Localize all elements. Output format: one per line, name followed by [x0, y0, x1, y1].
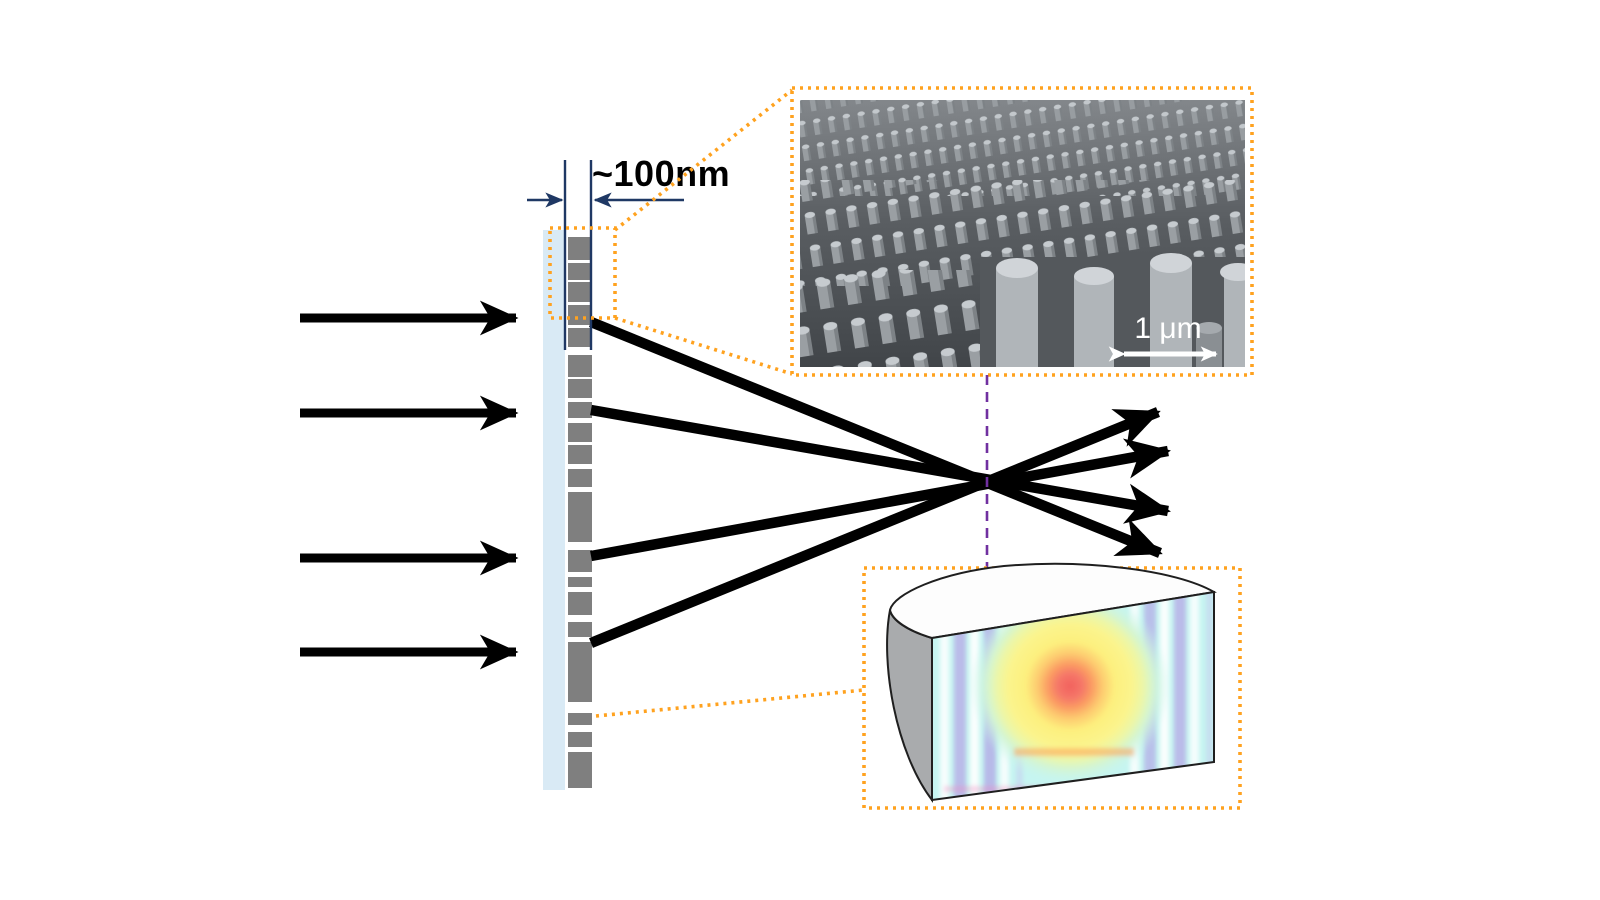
- sem-photo: 1 μm: [800, 100, 1245, 367]
- pillar-segment: [568, 550, 592, 572]
- simulation-inset: [862, 562, 1242, 810]
- pillar-segment: [568, 577, 592, 587]
- focused-ray-arrow: [590, 404, 1171, 524]
- focused-ray-arrow: [590, 438, 1171, 562]
- field-face-outline: [931, 590, 1215, 802]
- metasurface: [543, 230, 592, 790]
- nanopillar-column: [568, 237, 592, 788]
- pillar-segment: [568, 713, 592, 725]
- pillar-segment: [568, 379, 592, 398]
- pillar-segment: [568, 237, 592, 260]
- sem-closeup-inset: [980, 253, 1245, 367]
- pillar-segment: [568, 328, 592, 347]
- focused-ray-arrow: [589, 407, 1161, 648]
- pillar-segment: [568, 423, 592, 442]
- pillar-segment: [568, 492, 592, 542]
- sem-inset-border: [790, 86, 1254, 377]
- pillar-segment: [568, 592, 592, 615]
- thickness-label: ~100nm: [592, 153, 730, 194]
- pillar-segment: [568, 282, 592, 302]
- inset-connector-lines: [595, 88, 865, 718]
- pillar-segment: [568, 469, 592, 487]
- pillar-segment: [568, 402, 592, 418]
- pillar-segment: [568, 622, 592, 637]
- incident-light-arrows: [300, 300, 519, 670]
- pillar-segment: [568, 305, 592, 325]
- pillar-segment: [568, 263, 592, 280]
- focused-ray-arrow: [589, 317, 1163, 558]
- focal-spot: [970, 592, 1170, 786]
- inset-connector-line: [614, 316, 793, 376]
- pillar-segment: [568, 642, 592, 702]
- sem-inset: 1 μm: [790, 86, 1254, 377]
- sim-inset-border: [862, 566, 1242, 810]
- pillar-segment: [568, 752, 592, 788]
- inset-connector-line: [595, 688, 865, 718]
- focused-rays: [589, 317, 1171, 648]
- cylinder-top-surface: [888, 562, 1217, 640]
- pillar-segment: [568, 732, 592, 747]
- pillar-segment: [568, 445, 592, 464]
- inset-connector-line: [613, 88, 794, 232]
- substrate-strip: [543, 230, 565, 790]
- zoom-region-rect: [548, 226, 617, 320]
- sem-scale-label: 1 μm: [1134, 312, 1201, 345]
- pillar-segment: [568, 355, 592, 377]
- cylinder-flank: [886, 609, 933, 803]
